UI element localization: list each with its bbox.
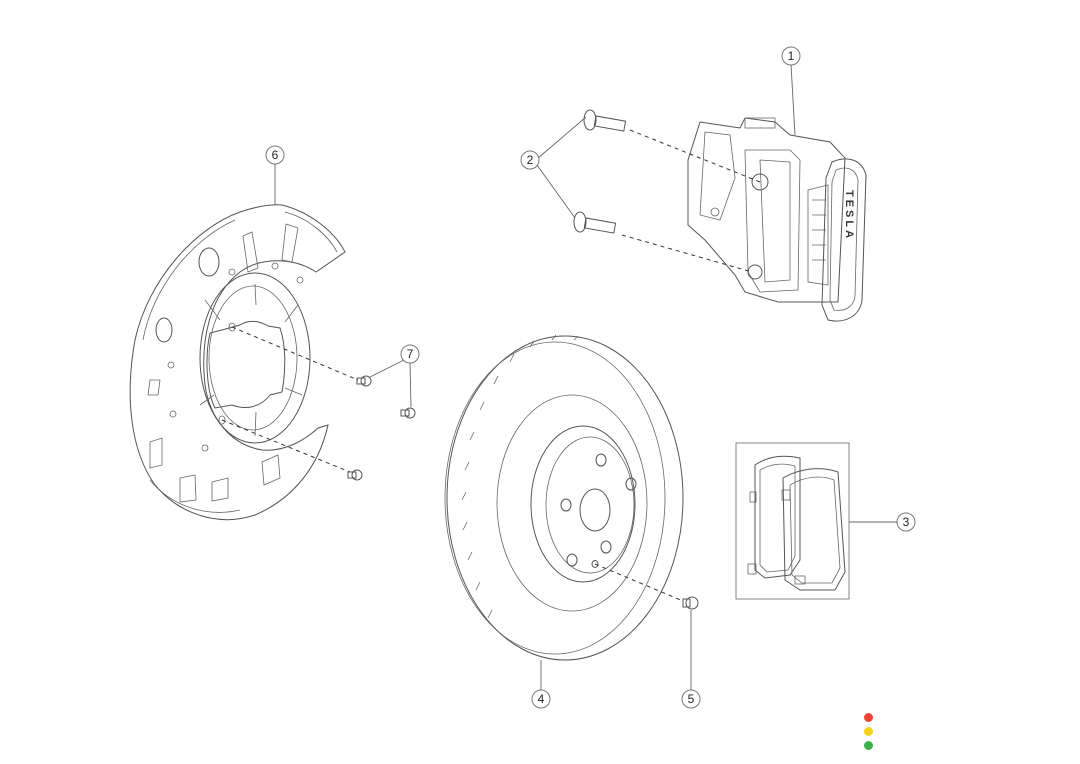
brake-splash-shield	[129, 204, 346, 521]
caliper-bolt	[573, 211, 617, 234]
callout-3: 3	[896, 512, 916, 532]
shield-bolt	[400, 407, 416, 419]
callout-6-label: 6	[272, 148, 279, 162]
bolt-axis-line	[621, 234, 753, 273]
shield-bolt	[347, 469, 363, 481]
callout-2: 2	[520, 150, 540, 170]
leader-line	[536, 116, 587, 160]
callout-1-label: 1	[788, 49, 795, 63]
callout-7-label: 7	[407, 347, 414, 361]
brand-label: TESLA	[843, 190, 855, 241]
callout-4: 4	[531, 689, 551, 709]
pads-frame	[735, 442, 850, 600]
leader-line	[790, 63, 796, 136]
callout-7: 7	[400, 344, 420, 364]
shield-bolt	[356, 375, 372, 387]
callout-3-label: 3	[903, 515, 910, 529]
callout-5-label: 5	[688, 692, 695, 706]
brake-pads-set	[735, 442, 850, 600]
screw-axis-line	[594, 563, 684, 602]
caliper-bolt	[583, 109, 627, 132]
callout-4-label: 4	[538, 692, 545, 706]
disc-screw	[682, 596, 699, 610]
green-status-dot	[864, 741, 873, 750]
callout-1: 1	[781, 46, 801, 66]
yellow-status-dot	[864, 727, 873, 736]
bolt-axis-line	[221, 419, 351, 473]
callout-5: 5	[681, 689, 701, 709]
callout-6: 6	[265, 145, 285, 165]
leader-line	[369, 359, 405, 378]
bolt-axis-line	[231, 326, 359, 381]
status-dots	[864, 713, 876, 755]
brake-disc	[444, 334, 684, 661]
callout-2-label: 2	[527, 153, 534, 167]
brake-caliper	[687, 117, 867, 322]
red-status-dot	[864, 713, 873, 722]
leader-line	[536, 164, 576, 219]
leader-line	[409, 361, 412, 408]
